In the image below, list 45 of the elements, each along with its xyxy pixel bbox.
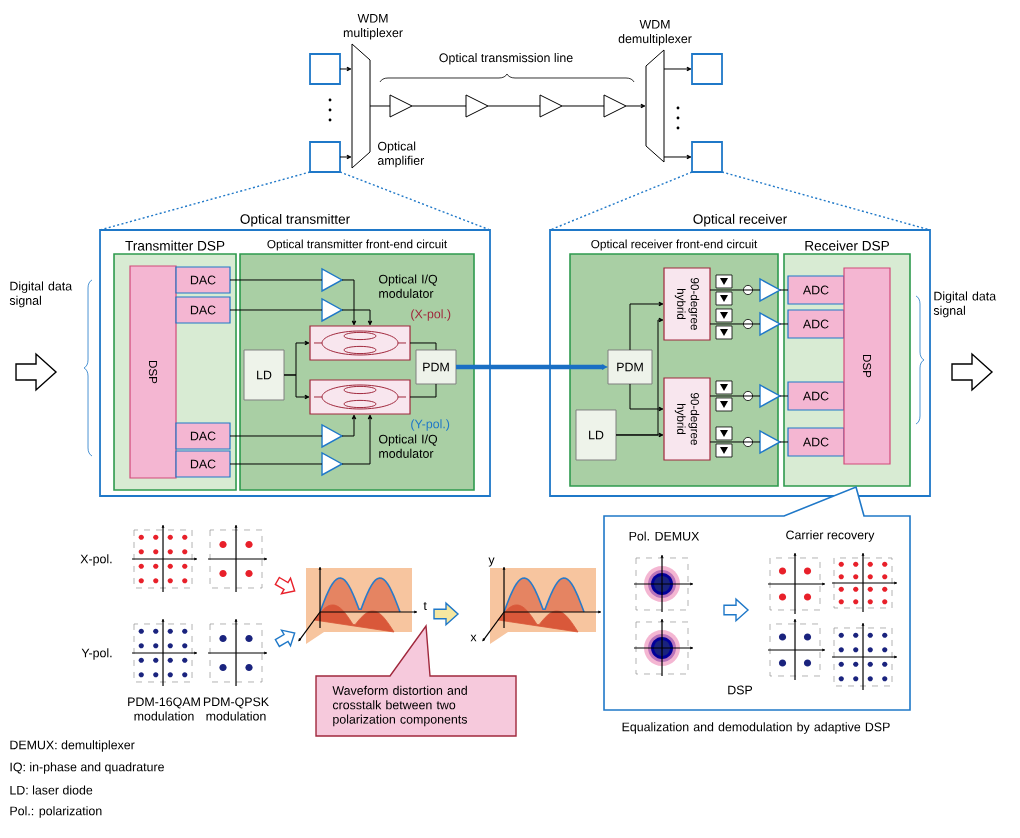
connector-line xyxy=(709,395,761,397)
zoom-line xyxy=(99,171,311,231)
arrow xyxy=(663,154,692,160)
transceiver-box xyxy=(691,53,723,85)
transceiver-box xyxy=(691,141,723,173)
connector-line xyxy=(411,105,467,107)
arrow xyxy=(341,309,373,326)
arrow xyxy=(629,383,664,412)
modulator-box xyxy=(309,379,411,415)
connector-line xyxy=(709,441,761,443)
arrow xyxy=(283,374,310,400)
arrow xyxy=(341,279,357,326)
arrow xyxy=(339,66,352,72)
amplifier-triangle xyxy=(603,94,627,118)
connector-line xyxy=(709,289,761,291)
amplifier-triangle xyxy=(465,94,489,118)
amplifier-triangle xyxy=(539,94,563,118)
arrow xyxy=(663,66,692,72)
connector-line xyxy=(561,105,605,107)
arrow xyxy=(625,103,646,109)
connector-line xyxy=(369,105,391,107)
zoom-line xyxy=(339,171,491,231)
connector-line xyxy=(779,289,789,291)
zoom-line xyxy=(721,171,931,231)
arrow xyxy=(629,301,664,351)
amplifier-triangle xyxy=(389,94,413,118)
connector-line xyxy=(229,279,323,281)
arrow xyxy=(341,414,357,437)
connector-line xyxy=(409,383,437,398)
connector-line xyxy=(229,435,323,437)
connector-line xyxy=(229,309,323,311)
connector-line xyxy=(779,395,789,397)
connector-line xyxy=(487,105,541,107)
transceiver-box xyxy=(309,141,341,173)
arrow xyxy=(615,432,664,438)
connector-line xyxy=(779,323,789,325)
connector-line xyxy=(709,323,761,325)
arrow xyxy=(339,154,352,160)
zoom-line xyxy=(549,171,693,231)
transceiver-box xyxy=(309,53,341,85)
connector-line xyxy=(779,441,789,443)
modulator-box xyxy=(309,325,411,361)
arrow xyxy=(341,414,373,465)
connector-line xyxy=(409,342,437,351)
connector-line xyxy=(229,463,323,465)
